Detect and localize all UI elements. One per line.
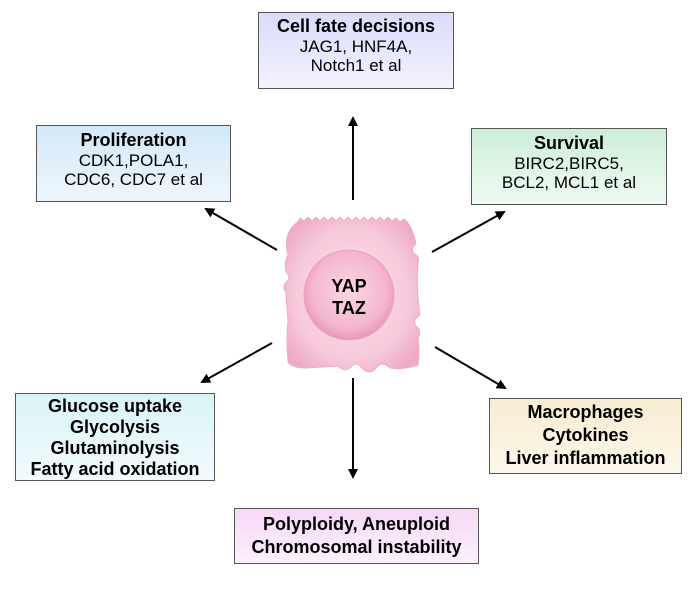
chromosomal-box: Polyploidy, Aneuploid Chromosomal instab… xyxy=(234,508,479,564)
metabolism-box: Glucose uptake Glycolysis Glutaminolysis… xyxy=(15,393,215,481)
metabolism-line-4: Fatty acid oxidation xyxy=(30,459,200,479)
nucleus-label-line-1: YAP xyxy=(331,276,366,296)
arrow-to-metabolism xyxy=(200,342,273,383)
survival-line-1: BIRC2,BIRC5, xyxy=(514,154,624,173)
proliferation-box: Proliferation CDK1,POLA1, CDC6, CDC7 et … xyxy=(36,125,231,202)
metabolism-line-2: Glycolysis xyxy=(69,417,161,437)
arrow-to-inflammation xyxy=(434,346,507,390)
cell-fate-box: Cell fate decisions JAG1, HNF4A, Notch1 … xyxy=(258,12,454,89)
chromosomal-line-1: Polyploidy, Aneuploid xyxy=(263,514,450,534)
cell-fate-title: Cell fate decisions xyxy=(276,16,436,36)
cell-fate-line-1: JAG1, HNF4A, xyxy=(299,37,413,56)
chromosomal-line-2: Chromosomal instability xyxy=(251,537,462,557)
inflammation-box: Macrophages Cytokines Liver inflammation xyxy=(489,398,682,474)
survival-line-2: BCL2, MCL1 et al xyxy=(501,173,637,192)
nucleus-label-line-2: TAZ xyxy=(332,298,366,318)
proliferation-title: Proliferation xyxy=(80,130,187,150)
cell-fate-line-2: Notch1 et al xyxy=(310,56,402,75)
metabolism-line-3: Glutaminolysis xyxy=(50,438,180,458)
metabolism-line-1: Glucose uptake xyxy=(47,396,183,416)
inflammation-line-3: Liver inflammation xyxy=(505,448,666,468)
inflammation-line-1: Macrophages xyxy=(527,402,644,422)
inflammation-line-2: Cytokines xyxy=(542,425,629,445)
arrow-to-survival xyxy=(431,211,506,253)
proliferation-line-1: CDK1,POLA1, xyxy=(78,151,189,170)
survival-box: Survival BIRC2,BIRC5, BCL2, MCL1 et al xyxy=(471,128,667,205)
nucleus xyxy=(303,249,395,341)
arrow-to-proliferation xyxy=(204,207,278,251)
proliferation-line-2: CDC6, CDC7 et al xyxy=(64,170,203,189)
survival-title: Survival xyxy=(533,133,605,153)
